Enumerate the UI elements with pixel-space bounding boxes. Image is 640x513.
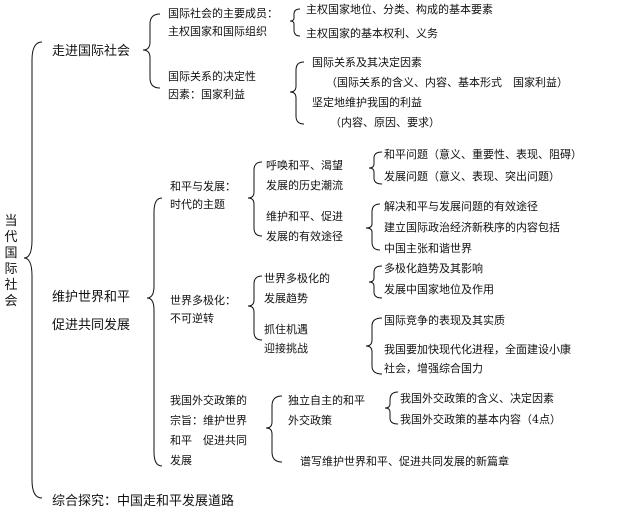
section-3-title: 综合探究：中国走和平发展道路 xyxy=(52,494,235,509)
policy-label4: 发展 xyxy=(170,454,192,467)
indep-item-1: 我国外交政策的含义、决定因素 xyxy=(400,392,554,405)
s1a-item-2: 主权国家的基本权利、义务 xyxy=(306,27,438,40)
seize-item-1: 国际竞争的表现及其实质 xyxy=(384,314,505,327)
s1a-label: 国际社会的主要成员： xyxy=(168,7,278,20)
call-brace xyxy=(368,151,383,185)
multi-label: 世界多极化： xyxy=(170,294,236,307)
call-label: 呼唤和平、渴望 xyxy=(266,159,343,172)
s1b-brace xyxy=(289,61,305,125)
policy-label: 我国外交政策的 xyxy=(170,394,247,407)
trend-item-1: 多极化趋势及其影响 xyxy=(384,262,483,275)
trend-label: 世界多极化的 xyxy=(264,272,330,285)
root-title: 当代国际社会 xyxy=(4,214,18,309)
call-label2: 发展的历史潮流 xyxy=(266,179,343,192)
trend-item-2: 发展中国家地位及作用 xyxy=(384,283,494,296)
s1b-label2: 因素：国家利益 xyxy=(168,88,245,101)
s1a-item-1: 主权国家地位、分类、构成的基本要素 xyxy=(306,3,493,16)
peace-label: 和平与发展： xyxy=(170,180,236,193)
maintain-brace xyxy=(365,203,381,251)
trend-label2: 发展趋势 xyxy=(264,292,308,305)
maintain-item-1: 解决和平与发展问题的有效途径 xyxy=(384,200,538,213)
trend-brace xyxy=(368,265,383,299)
maintain-label: 维护和平、促进 xyxy=(266,210,343,223)
policy-label2: 宗旨：维护世界 xyxy=(170,414,247,427)
indep-item-2: 我国外交政策的基本内容（4点） xyxy=(400,413,561,426)
peace-label2: 时代的主题 xyxy=(170,198,225,211)
section-2-title: 维护世界和平 xyxy=(52,290,131,305)
seize-brace xyxy=(365,317,383,375)
chapter-item: 谱写维护世界和平、促进共同发展的新篇章 xyxy=(300,455,509,468)
maintain-item-2: 建立国际政治经济新秩序的内容包括 xyxy=(384,221,560,234)
maintain-item-3: 中国主张和谐世界 xyxy=(384,242,472,255)
multi-brace xyxy=(247,275,263,341)
seize-item-3: 社会，增强综合国力 xyxy=(384,362,483,375)
policy-brace xyxy=(265,395,283,463)
s1b-item-4: （内容、原因、要求） xyxy=(330,116,440,129)
call-item-2: 发展问题（意义、表现、突出问题） xyxy=(384,170,560,183)
indep-brace xyxy=(384,391,399,425)
s1b-item-3: 坚定地维护我国的利益 xyxy=(312,96,422,109)
s1a-label2: 主权国家和国际组织 xyxy=(168,25,267,38)
section-2-title-2: 促进共同发展 xyxy=(52,318,131,333)
s2-brace xyxy=(146,197,163,467)
s1b-item-2: （国际关系的含义、内容、基本形式 国家利益） xyxy=(326,76,568,89)
policy-label3: 和平 促进共同 xyxy=(170,434,247,447)
s1-brace xyxy=(142,13,161,89)
seize-label: 抓住机遇 xyxy=(264,323,308,336)
seize-label2: 迎接挑战 xyxy=(264,342,308,355)
s1b-item-1: 国际关系及其决定因素 xyxy=(312,56,422,69)
s1a-brace xyxy=(289,8,301,37)
indep-label2: 外交政策 xyxy=(288,414,332,427)
indep-label: 独立自主的和平 xyxy=(288,394,365,407)
root-brace xyxy=(23,41,43,499)
maintain-label2: 发展的有效途径 xyxy=(266,230,343,243)
section-1-title: 走进国际社会 xyxy=(52,44,131,59)
call-item-1: 和平问题（意义、重要性、表现、阻碍） xyxy=(384,148,582,161)
s1b-label: 国际关系的决定性 xyxy=(168,70,256,83)
peace-brace xyxy=(247,161,263,237)
multi-label2: 不可逆转 xyxy=(170,312,214,325)
seize-item-2: 我国要加快现代化进程，全面建设小康 xyxy=(384,343,571,356)
